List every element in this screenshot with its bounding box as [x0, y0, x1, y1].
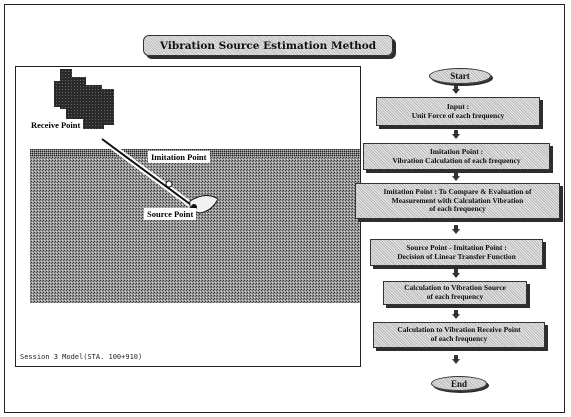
down-arrow-icon [452, 130, 460, 139]
flow-step-line: Calculation to Vibration Receive Point [397, 325, 521, 335]
flow-step-line: Source Point - Imitation Point : [406, 242, 507, 252]
flow-step-line: Vibration Calculation of each frequency [392, 155, 521, 165]
down-arrow-icon [452, 355, 460, 364]
figure-frame [4, 4, 565, 413]
ground-mesh [30, 149, 360, 303]
figure-title: Vibration Source Estimation Method [143, 35, 393, 56]
source-point-label: Source Point [144, 208, 197, 220]
start-node: Start [429, 68, 491, 84]
imitation-point-label: Imitation Point [148, 151, 210, 163]
down-arrow-icon [452, 310, 460, 319]
model-panel: Receive Point Imitation Point Source Poi… [15, 66, 361, 367]
receive-point-label: Receive Point [28, 119, 84, 131]
imitation-point-marker [165, 180, 173, 188]
flow-step-line: of each frequency [430, 334, 488, 343]
flow-step-imitation-calc: Imitation Point : Vibration Calculation … [363, 143, 550, 170]
down-arrow-icon [452, 225, 460, 234]
flow-step-source-calc: Calculation to Vibration Source of each … [383, 281, 527, 305]
flow-step-line: Imitation Point : To Compare & Evaluatio… [383, 187, 532, 197]
flow-step-receive-calc: Calculation to Vibration Receive Point o… [373, 322, 545, 348]
end-node: End [431, 376, 487, 391]
flow-step-line: Input : [446, 101, 470, 111]
down-arrow-icon [452, 85, 460, 94]
flow-step-line: of each frequency [429, 204, 486, 214]
flow-step-line: of each frequency [426, 292, 484, 301]
flow-step-line: Measurement with Calculation Vibration [391, 195, 524, 205]
flow-step-line: Calculation to Vibration Source [404, 283, 506, 293]
flow-step-input: Input : Unit Force of each frequency [376, 97, 540, 126]
flow-step-line: Imitation Point : [429, 146, 484, 156]
flow-step-line: Decision of Linear Transfer Function [397, 251, 516, 261]
flow-step-line: Unit Force of each frequency [411, 110, 505, 120]
down-arrow-icon [452, 269, 460, 278]
down-arrow-icon [452, 172, 460, 181]
building-icon [54, 69, 114, 129]
flow-step-compare: Imitation Point : To Compare & Evaluatio… [355, 183, 560, 219]
model-caption: Session 3 Model(STA. 100+910) [20, 353, 143, 361]
flow-step-transfer-function: Source Point - Imitation Point : Decisio… [370, 239, 543, 266]
